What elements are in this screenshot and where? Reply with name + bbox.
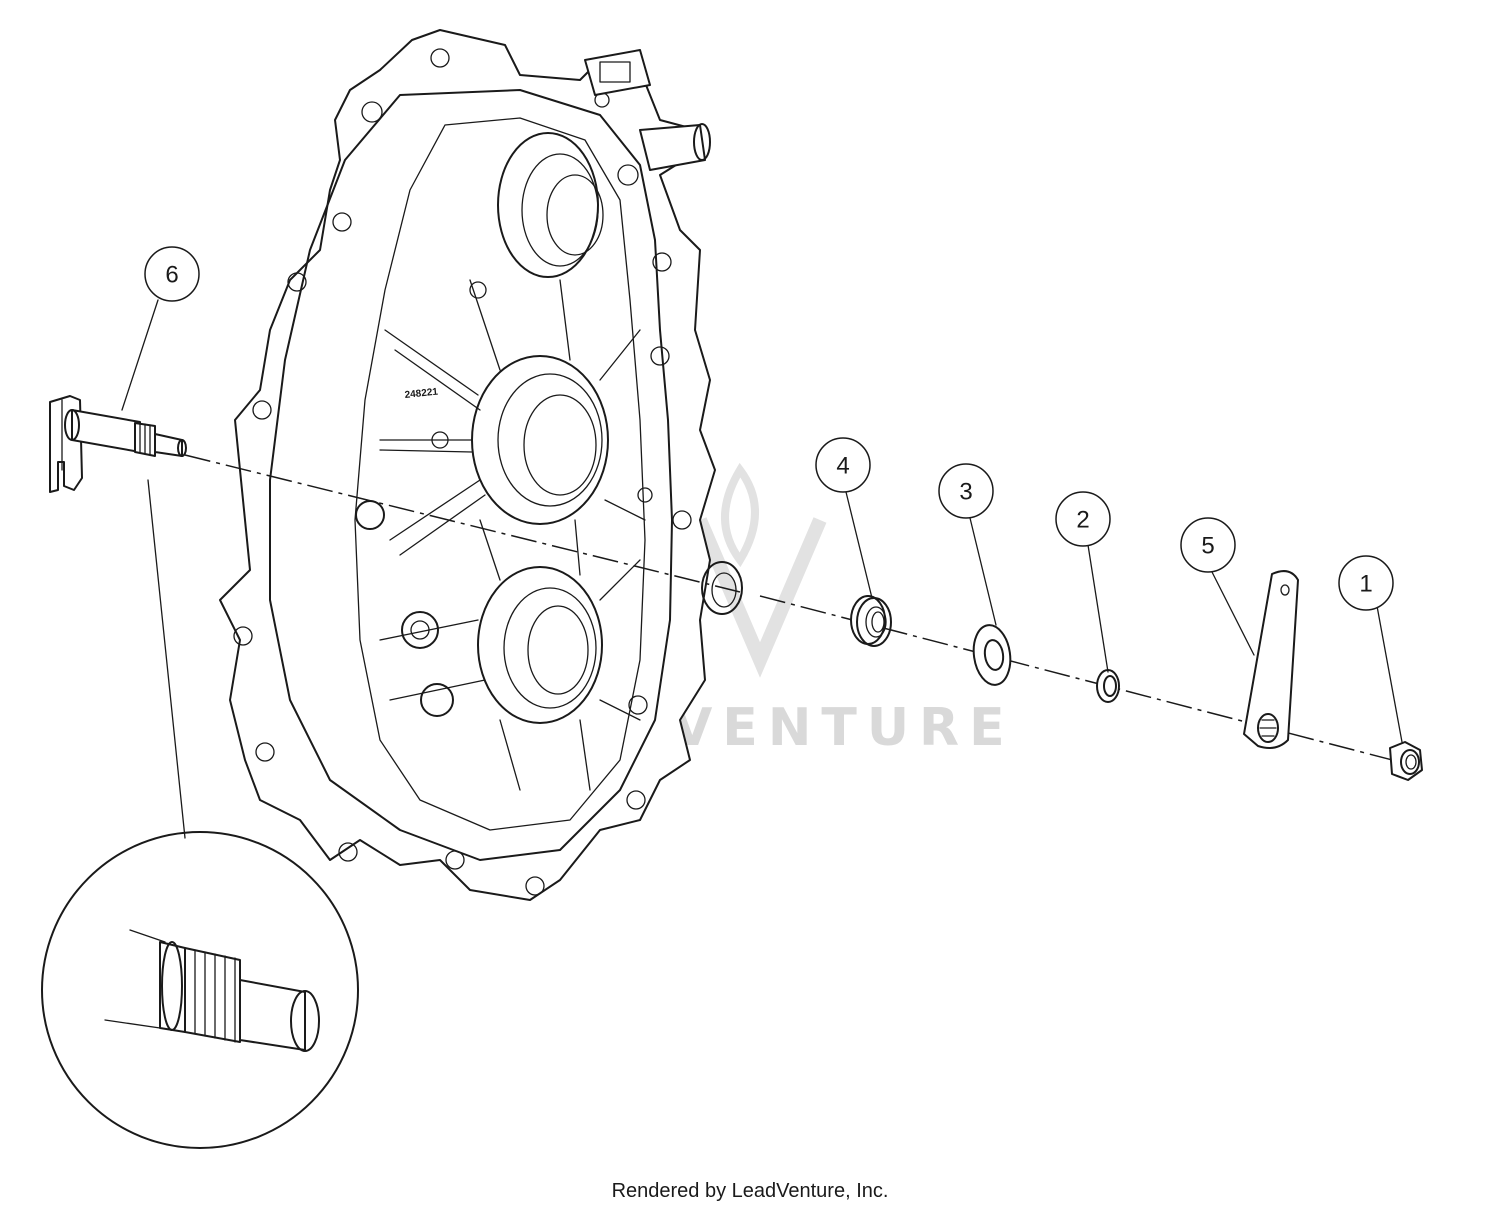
callout-5-label: 5: [1201, 533, 1214, 560]
callout-leaders: [121, 299, 1403, 743]
part-2-retaining-ring: [1096, 669, 1120, 703]
part-1-hex-nut: [1389, 741, 1423, 781]
casting-part-number: 248221: [404, 387, 439, 401]
assembly-centerline: [184, 454, 1401, 763]
middle-bearing-boss: [471, 355, 609, 525]
spline-detail-view: [41, 479, 359, 1149]
callout-2: 2: [1055, 491, 1111, 547]
part-3-flat-washer: [972, 624, 1012, 686]
part-6-shift-shaft: [49, 395, 187, 493]
callout-4-label: 4: [836, 453, 849, 480]
lower-bearing-boss: [477, 566, 603, 724]
callout-1-label: 1: [1359, 571, 1372, 598]
callout-6: 6: [144, 246, 200, 302]
callout-2-label: 2: [1076, 507, 1089, 534]
reinforcing-ribs: [379, 279, 646, 791]
callout-3: 3: [938, 463, 994, 519]
callout-4: 4: [815, 437, 871, 493]
output-shaft-stub: [639, 123, 711, 171]
render-credit: Rendered by LeadVenture, Inc.: [611, 1180, 889, 1202]
callout-3-label: 3: [959, 479, 972, 506]
callout-6-label: 6: [165, 262, 178, 289]
gear-housing-cover: 248221: [219, 29, 743, 901]
part-4-seal: [850, 595, 892, 647]
callout-5: 5: [1180, 517, 1236, 573]
callout-1: 1: [1338, 555, 1394, 611]
part-5-shift-lever: [1243, 570, 1299, 749]
shift-shaft-boss: [701, 561, 743, 615]
upper-bearing-boss: [497, 132, 604, 278]
flange-bolt-holes: [233, 48, 692, 896]
